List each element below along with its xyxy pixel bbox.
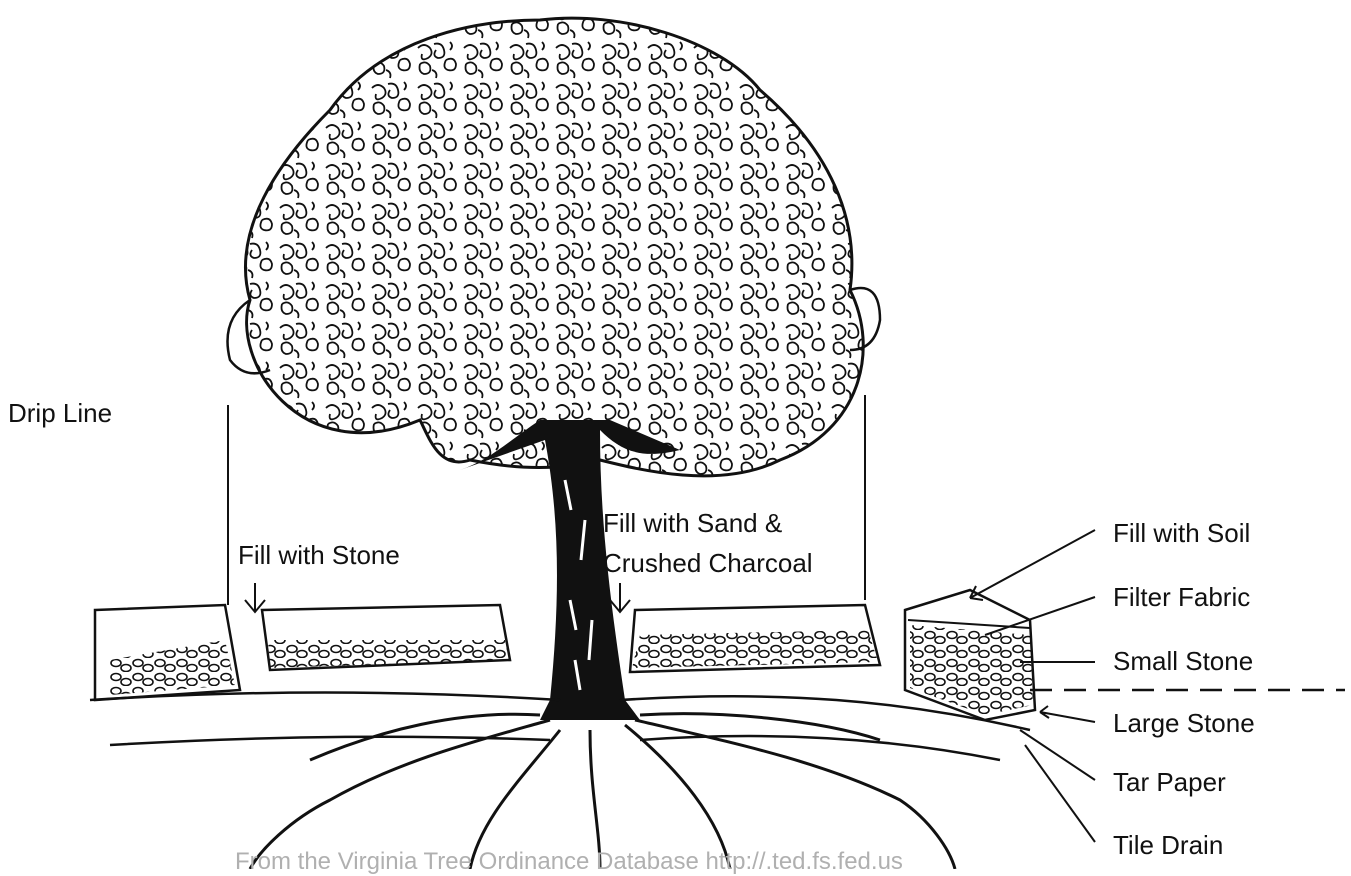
leader-fill-soil <box>970 530 1095 600</box>
label-drip-line: Drip Line <box>8 398 112 428</box>
fill-stone-well <box>95 605 510 700</box>
layer-cross-section <box>905 590 1035 720</box>
label-fill-soil: Fill with Soil <box>1113 518 1250 548</box>
label-fill-sand-line2: Crushed Charcoal <box>603 548 813 578</box>
label-fill-stone: Fill with Stone <box>238 540 400 570</box>
fill-sand-well <box>630 605 880 672</box>
label-tile-drain: Tile Drain <box>1113 830 1223 860</box>
down-arrow-stone <box>245 583 265 612</box>
tree-crown <box>228 18 881 476</box>
label-tar-paper: Tar Paper <box>1113 767 1226 797</box>
source-credit: From the Virginia Tree Ordinance Databas… <box>235 848 903 876</box>
label-small-stone: Small Stone <box>1113 646 1253 676</box>
label-fill-sand-line1: Fill with Sand & <box>603 508 782 538</box>
leader-large-stone <box>1040 706 1095 722</box>
down-arrow-sand <box>610 583 630 612</box>
label-filter-fabric: Filter Fabric <box>1113 582 1250 612</box>
label-large-stone: Large Stone <box>1113 708 1255 738</box>
leader-filter-fabric <box>985 597 1095 635</box>
leader-tile-drain <box>1025 745 1095 842</box>
